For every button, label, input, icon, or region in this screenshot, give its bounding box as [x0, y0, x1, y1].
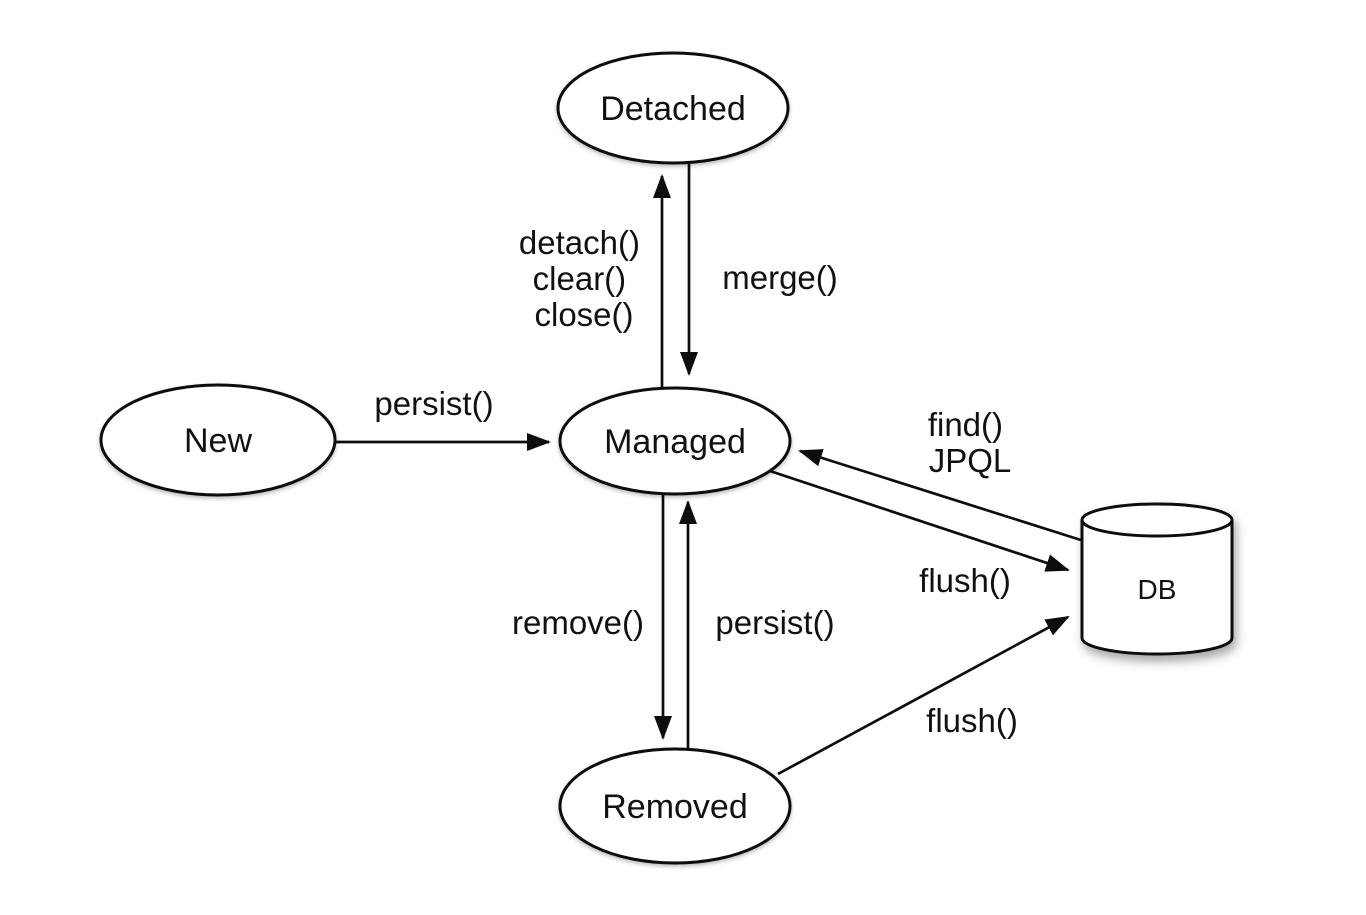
- edge-label-flush-managed: flush(): [919, 562, 1011, 599]
- edge-label-persist-new: persist(): [374, 385, 493, 422]
- node-group: New Detached Managed Removed DB: [99, 51, 1234, 865]
- edge-label-clear-line: clear(): [533, 260, 627, 297]
- edge-removed-to-db: [777, 615, 1070, 776]
- edge-label-close-line: close(): [534, 296, 633, 333]
- state-label-new: New: [184, 422, 252, 460]
- edge-db-to-managed: [798, 449, 1085, 543]
- state-label-managed: Managed: [604, 423, 746, 461]
- edge-label-jpql-line: JPQL: [929, 442, 1012, 479]
- edge-label-remove: remove(): [512, 604, 644, 641]
- edge-label-merge: merge(): [722, 259, 838, 296]
- edge-managed-to-db: [769, 469, 1070, 572]
- edge-label-detach-clear-close: detach() clear() close(): [519, 224, 649, 333]
- edge-label-find-line: find(): [928, 406, 1003, 443]
- edge-label-find-jpql: find() JPQL: [928, 406, 1012, 479]
- state-node-detached: [556, 51, 790, 165]
- db-cylinder-top: [1080, 502, 1234, 538]
- edge-label-flush-removed: flush(): [926, 702, 1018, 739]
- state-label-db: DB: [1138, 574, 1177, 605]
- db-node: [1080, 502, 1234, 656]
- state-label-detached: Detached: [600, 90, 746, 128]
- edge-label-persist-removed: persist(): [715, 604, 834, 641]
- edge-label-detach-line: detach(): [519, 224, 640, 261]
- state-node-new: [99, 383, 337, 497]
- state-label-removed: Removed: [602, 788, 748, 826]
- state-node-managed: [558, 386, 792, 496]
- state-node-removed: [558, 747, 792, 865]
- db-cylinder-body: [1080, 520, 1234, 656]
- edge-label-group: persist() detach() clear() close() merge…: [374, 224, 1017, 739]
- edge-group: [336, 158, 1085, 776]
